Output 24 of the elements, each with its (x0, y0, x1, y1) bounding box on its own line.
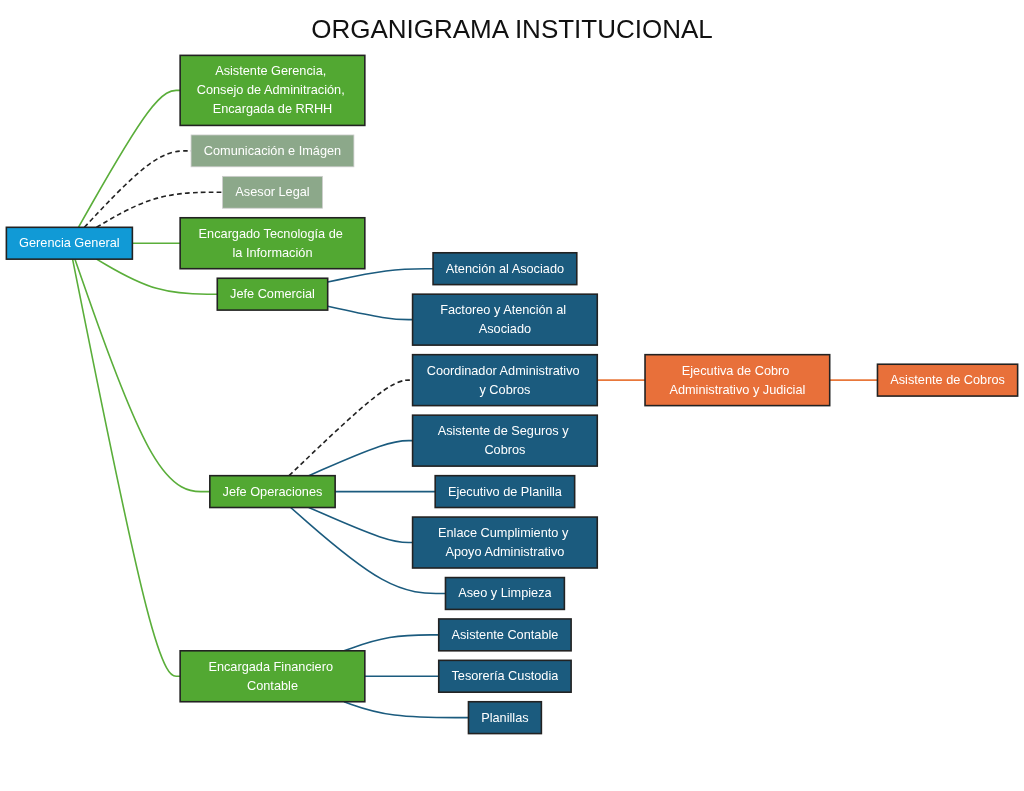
node-box: Planillas (467, 700, 543, 735)
node-box: Tesorería Custodia (437, 659, 572, 693)
node-box: Asistente Contable (437, 618, 572, 652)
diagram-title: ORGANIGRAMA INSTITUCIONAL (310, 14, 714, 45)
node-box: Comunicación e Imágen (190, 134, 355, 168)
node-box: Encargado Tecnología de la Información (179, 216, 366, 270)
node-box: Atención al Asociado (432, 252, 578, 286)
node-box: Enlace Cumplimiento y Apoyo Administrativo (411, 516, 599, 569)
node-box: Ejecutiva de Cobro Administrativo y Judicial (644, 353, 831, 407)
node-box: Asesor Legal (222, 175, 323, 209)
node-box: Encargada Financiero Contable (179, 650, 366, 703)
connector (77, 89, 181, 229)
node-box: Asistente de Seguros y Cobros (411, 414, 599, 467)
node-box: Asistente de Cobros (876, 363, 1019, 397)
node-box: Ejecutivo de Planilla (434, 474, 576, 509)
connector (95, 191, 224, 229)
node-box: Factoreo y Atención al Asociado (411, 293, 599, 346)
node-box: Asistente Gerencia, Consejo de Adminitración, Encargada de RRHH (179, 54, 366, 127)
node-box: Aseo y Limpieza (444, 576, 566, 611)
node-box: Jefe Comercial (216, 277, 329, 311)
connector (71, 258, 181, 678)
node-box: Jefe Operaciones (209, 474, 336, 509)
node-box: Coordinador Administrativo y Cobros (411, 353, 599, 407)
node-box: Gerencia General (5, 226, 134, 260)
